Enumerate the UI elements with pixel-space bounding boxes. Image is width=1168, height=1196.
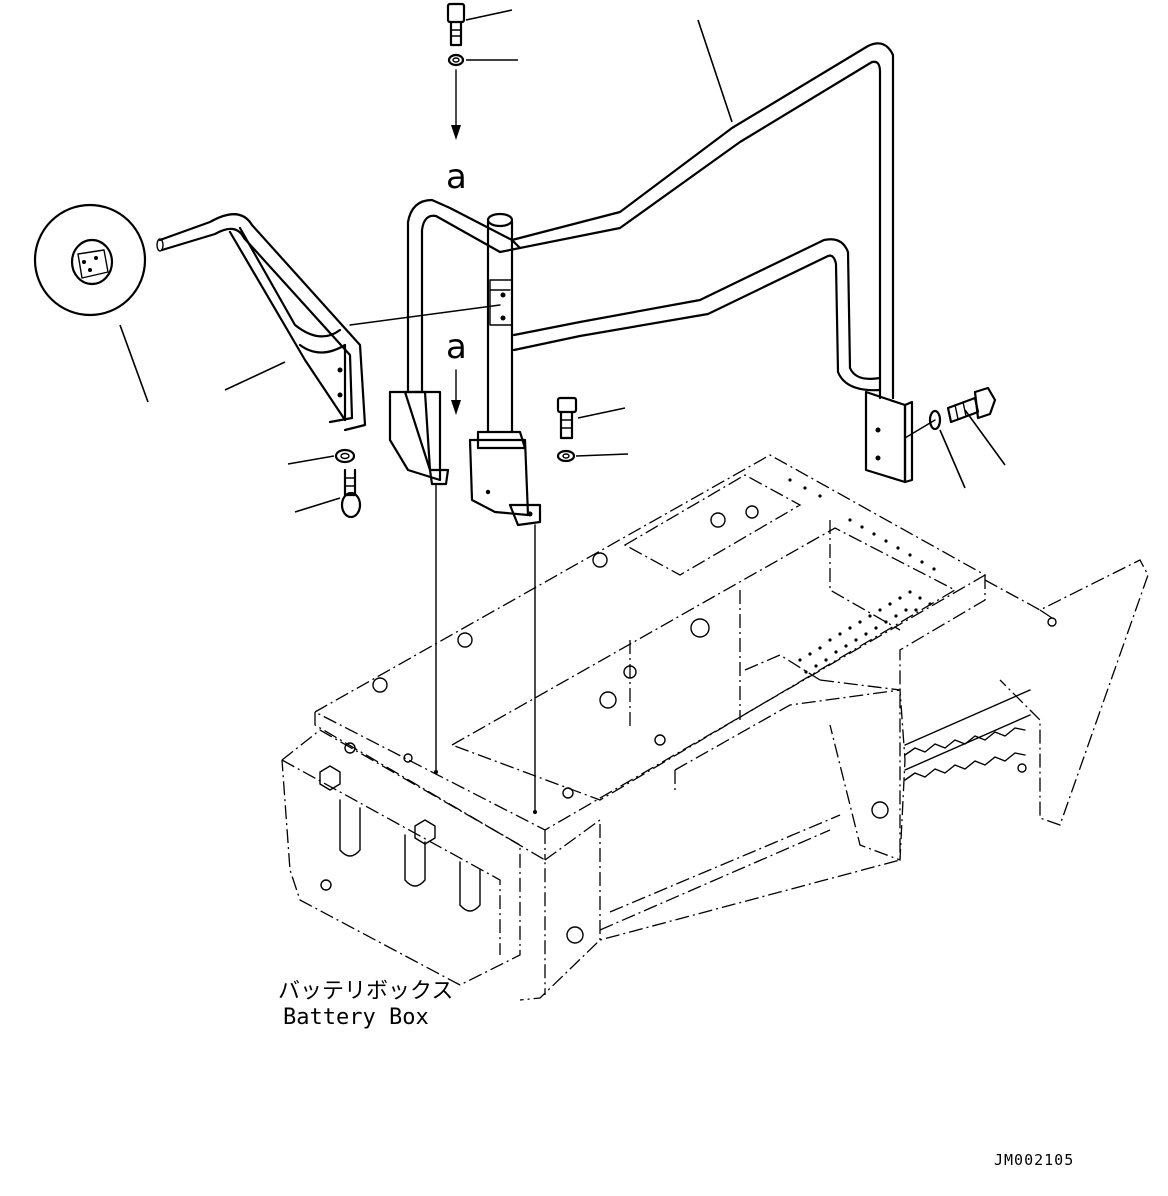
washer-center: [556, 449, 576, 463]
hardware: [334, 2, 997, 814]
reference-letter-upper: a: [446, 157, 467, 197]
bolt-top: [446, 2, 466, 47]
handrail-assembly: [349, 42, 914, 527]
bolt-center: [556, 396, 578, 440]
washer-right: [928, 409, 942, 431]
detail-circle: [33, 203, 147, 317]
leader-lines: [119, 9, 1006, 513]
washer-left: [334, 448, 356, 464]
bolt-left: [340, 468, 362, 519]
mirror-arm: [33, 203, 367, 432]
battery-box-label-en: Battery Box: [283, 1005, 429, 1030]
reference-letter-lower: a: [446, 327, 467, 367]
drawing-code: JM002105: [994, 1151, 1074, 1169]
washer-top: [447, 53, 465, 67]
battery-box: [281, 454, 1149, 1001]
bolt-right: [946, 386, 997, 424]
perforation-grid: [788, 478, 936, 674]
battery-box-label-jp: バッテリボックス: [278, 979, 453, 1004]
